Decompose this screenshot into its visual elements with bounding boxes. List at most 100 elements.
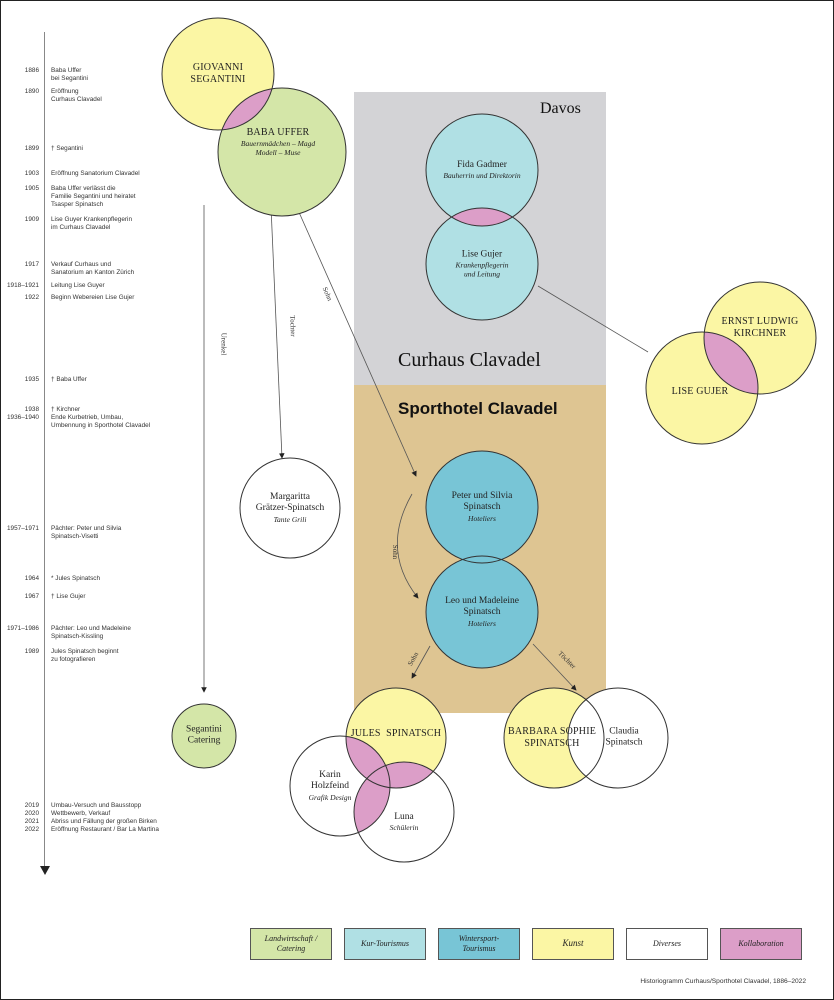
- timeline-event: † Lise Gujer: [51, 593, 86, 600]
- timeline-event: † Baba Uffer: [51, 376, 87, 383]
- node-outline-lise1: [425, 207, 539, 321]
- node-circle-fida: [426, 114, 538, 226]
- edge-leo-jules: [411, 645, 431, 679]
- edge-label: Sohn: [391, 544, 400, 560]
- timeline-event: Eröffnung Sanatorium Clavadel: [51, 170, 140, 177]
- timeline-year: 1922: [24, 294, 39, 301]
- edge-peter-leo: [396, 493, 419, 599]
- node-role: Hoteliers: [468, 513, 496, 523]
- node-name: LISE GUJER: [671, 386, 729, 397]
- region-title-davos: Davos: [540, 100, 581, 117]
- node-outline-claudia: [567, 687, 669, 789]
- node-name: GIOVANNI SEGANTINI: [190, 62, 246, 85]
- timeline-year: 1899: [24, 145, 39, 152]
- timeline-year: 1918–1921: [7, 282, 39, 289]
- timeline-event: Lise Guyer Krankenpflegerin im Curhaus C…: [51, 216, 132, 231]
- node-outline-luna: [353, 761, 455, 863]
- node-circle-lise1: [426, 208, 538, 320]
- node-kirchner: ERNST LUDWIG KIRCHNER: [722, 316, 799, 340]
- node-name: Leo und Madeleine Spinatsch: [445, 596, 519, 618]
- node-outline-catering: [171, 703, 237, 769]
- timeline-axis: [44, 32, 45, 868]
- timeline-event: Leitung Lise Guyer: [51, 282, 105, 289]
- edge-baba-peter: [297, 209, 417, 477]
- node-outline-lise2: [645, 331, 759, 445]
- edge-leo-barbara: [532, 643, 577, 691]
- node-role: Bauernmädchen – Magd Modell – Muse: [240, 139, 316, 157]
- node-outline-jules: [345, 687, 447, 789]
- node-lise2: LISE GUJER: [672, 386, 729, 398]
- node-name: ERNST LUDWIG KIRCHNER: [721, 316, 799, 339]
- legend-item-landwirtschaft: Landwirtschaft / Catering: [250, 928, 332, 960]
- node-outline-kirchner: [703, 281, 817, 395]
- timeline-event: Umbau-Versuch und Bausstopp: [51, 802, 142, 809]
- collaboration-overlap-karin-luna: [354, 762, 390, 836]
- legend-item-kur: Kur-Tourismus: [344, 928, 426, 960]
- timeline-event: Beginn Webereien Lise Gujer: [51, 294, 135, 301]
- node-circle-peter: [426, 451, 538, 563]
- timeline-year: 1936–1940: [7, 414, 39, 421]
- node-role: Tante Grili: [273, 514, 307, 524]
- edge-label: Tochter: [288, 315, 298, 337]
- timeline-year: 1967: [24, 593, 39, 600]
- node-barbara: BARBARA SOPHIE SPINATSCH: [508, 726, 596, 750]
- node-outline-margaritta: [239, 457, 341, 559]
- timeline-event: † Kirchner: [51, 406, 81, 413]
- node-role: Grafik Design: [308, 792, 352, 802]
- timeline-year: 1903: [24, 170, 39, 177]
- caption: Historiogramm Curhaus/Sporthotel Clavade…: [640, 978, 806, 985]
- legend-item-kollaboration: Kollaboration: [720, 928, 802, 960]
- node-name: Karin Holzfeind: [311, 770, 349, 792]
- legend-item-wintersport: Wintersport- Tourismus: [438, 928, 520, 960]
- node-outline-barbara: [503, 687, 605, 789]
- node-name: BABA UFFER: [246, 127, 310, 138]
- node-outline-karin: [289, 735, 391, 837]
- timeline-year: 2021: [24, 818, 39, 825]
- timeline-event: Wettbewerb, Verkauf: [51, 810, 111, 817]
- collaboration-overlap-jules-karin: [346, 736, 390, 788]
- node-name: Fida Gadmer: [457, 159, 507, 170]
- legend-item-kunst: Kunst: [532, 928, 614, 960]
- timeline-event: Baba Uffer bei Segantini: [51, 67, 88, 82]
- timeline-event: Verkauf Curhaus und Sanatorium an Kanton…: [51, 261, 135, 276]
- timeline-year: 2022: [24, 826, 39, 833]
- timeline-event: Eröffnung Restaurant / Bar La Martina: [51, 826, 159, 833]
- timeline-year: 1971–1986: [7, 625, 39, 632]
- timeline-event: Pächter: Leo und Madeleine Spinatsch-Kis…: [51, 625, 131, 640]
- node-outline-segantini: [161, 17, 275, 131]
- timeline-event: Jules Spinatsch beginnt zu fotografieren: [51, 648, 119, 663]
- timeline-year: 1905: [24, 185, 39, 192]
- timeline-event: Baba Uffer verlässt die Familie Segantin…: [51, 185, 136, 208]
- node-name: Claudia Spinatsch: [605, 726, 643, 748]
- node-name: Luna: [394, 811, 414, 822]
- node-circle-catering: [172, 704, 236, 768]
- node-outline-leo: [425, 555, 539, 669]
- node-circle-leo: [426, 556, 538, 668]
- timeline-event: Pächter: Peter und Silvia Spinatsch-Vise…: [51, 525, 122, 540]
- timeline-year: 1957–1971: [7, 525, 39, 532]
- region-title-curhaus: Curhaus Clavadel: [398, 349, 541, 371]
- edge-baba-margaritta: [269, 183, 285, 459]
- node-name: Lise Gujer: [461, 249, 503, 260]
- node-outline-peter: [425, 450, 539, 564]
- region-title-sporthotel: Sporthotel Clavadel: [398, 399, 558, 418]
- timeline-year: 1964: [24, 575, 39, 582]
- timeline-event: * Jules Spinatsch: [51, 575, 101, 582]
- timeline-year: 1935: [24, 376, 39, 383]
- edge-lise1-lise2: [537, 285, 649, 353]
- node-name: JULES SPINATSCH: [350, 728, 442, 739]
- timeline-year: 1989: [24, 648, 39, 655]
- timeline-arrow-icon: [40, 866, 50, 875]
- timeline-event: Eröffnung Curhaus Clavadel: [51, 88, 102, 103]
- edge-label: Urenkel: [219, 332, 228, 356]
- node-role: Schülerin: [389, 823, 419, 833]
